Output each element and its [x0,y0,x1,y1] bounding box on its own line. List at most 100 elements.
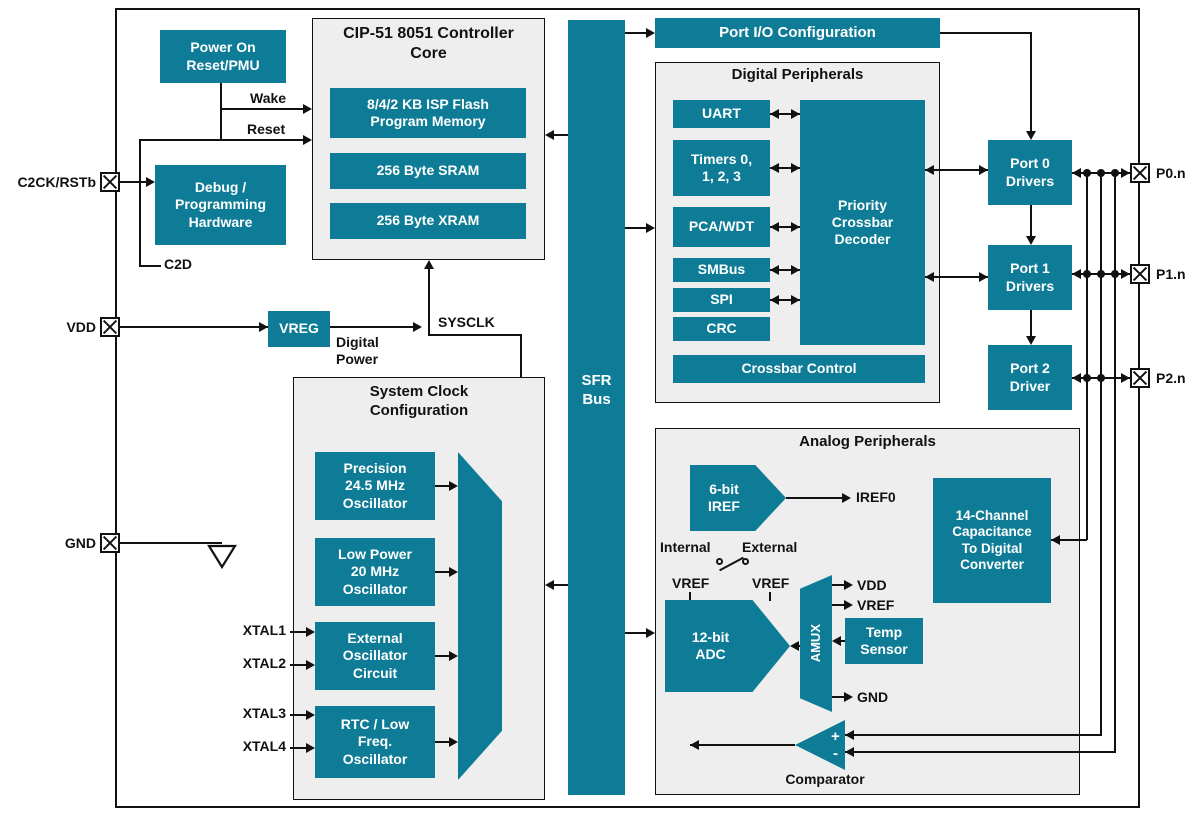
arrowhead [1026,131,1036,140]
pin-label-vdd: VDD [66,319,96,335]
wire [925,169,988,171]
wire [330,326,414,328]
arrowhead [791,295,800,305]
pin-symbol-gnd [100,533,120,553]
wire [845,734,1102,736]
arrowhead [791,265,800,275]
arrowhead [690,740,699,750]
c2d-label: C2D [164,256,193,272]
arrowhead [844,580,853,590]
wire [1100,172,1102,735]
arrowhead [770,295,779,305]
arrowhead [306,660,315,670]
wire [220,108,304,110]
arrowhead [1026,236,1036,245]
wire [770,113,800,115]
arrowhead [791,222,800,232]
arrowhead [303,135,312,145]
switch-contact [742,558,749,565]
digital-power-label: Digital Power [336,334,379,367]
wire [625,227,647,229]
switch-contact [716,558,723,565]
arrowhead [925,165,934,175]
wire [689,592,691,601]
flash-memory-block: 8/4/2 KB ISP Flash Program Memory [330,88,526,138]
arrowhead [770,222,779,232]
wire [690,744,795,746]
low-power-osc-block: Low Power 20 MHz Oscillator [315,538,435,606]
arrowhead [146,177,155,187]
wire [120,326,268,328]
arrowhead [306,710,315,720]
amux-label: AMUX [808,624,824,663]
temp-sensor-block: Temp Sensor [845,618,923,664]
arrowhead [646,223,655,233]
arrowhead [770,265,779,275]
arrowhead [845,730,854,740]
wire [290,714,307,716]
wire [770,167,800,169]
wire [925,276,988,278]
wire [435,571,451,573]
smbus-block: SMBus [673,258,770,282]
uart-block: UART [673,100,770,128]
arrowhead [424,260,434,269]
arrowhead [545,580,554,590]
wire [832,584,844,586]
internal-label: Internal [660,539,711,555]
arrowhead [1072,373,1081,383]
sfr-bus-label: SFR Bus [581,372,612,408]
sfr-bus [568,20,625,795]
arrowhead [791,109,800,119]
xtal2-label: XTAL2 [242,655,286,671]
arrowhead [842,493,851,503]
wire [770,226,800,228]
iref0-label: IREF0 [856,489,896,505]
clock-title: System Clock Configuration [369,383,469,419]
xram-block: 256 Byte XRAM [330,203,526,239]
arrowhead [1072,168,1081,178]
junction-dot [1111,169,1119,177]
arrowhead [545,130,554,140]
arrowhead [449,651,458,661]
amux-vref-label: VREF [857,597,895,613]
comparator-label: Comparator [785,771,865,787]
wire [553,134,568,136]
digital-peripherals-title: Digital Peripherals [731,66,864,83]
wire [435,655,451,657]
junction-dot [1111,270,1119,278]
wire [290,631,307,633]
spi-block: SPI [673,288,770,312]
pin-symbol-c2ck [100,172,120,192]
wire [832,604,844,606]
arrowhead [259,322,268,332]
wire [220,83,222,140]
wire [120,181,147,183]
wire [139,265,161,267]
rtc-osc-block: RTC / Low Freq. Oscillator [315,706,435,778]
arrowhead [925,272,934,282]
wire [1051,539,1087,541]
arrowhead [770,163,779,173]
wire [553,584,568,586]
junction-dot [1097,270,1105,278]
junction-dot [1097,169,1105,177]
port2-driver-block: Port 2 Driver [988,345,1072,410]
vref-internal-label: VREF [672,575,710,591]
arrowhead [449,481,458,491]
pin-label-gnd: GND [64,535,96,551]
wire [1086,172,1088,540]
wire [139,139,141,267]
arrowhead [449,567,458,577]
wire [290,664,307,666]
comparator-minus: - [833,745,838,762]
arrowhead [1121,168,1130,178]
arrowhead [1121,373,1130,383]
port1-drivers-block: Port 1 Drivers [988,245,1072,310]
arrowhead [844,600,853,610]
wire [435,485,451,487]
pin-label-c2ck: C2CK/RSTb [17,174,96,190]
analog-peripherals-title: Analog Peripherals [799,433,936,450]
wire [1030,205,1032,237]
crossbar-decoder-block: Priority Crossbar Decoder [800,100,925,345]
